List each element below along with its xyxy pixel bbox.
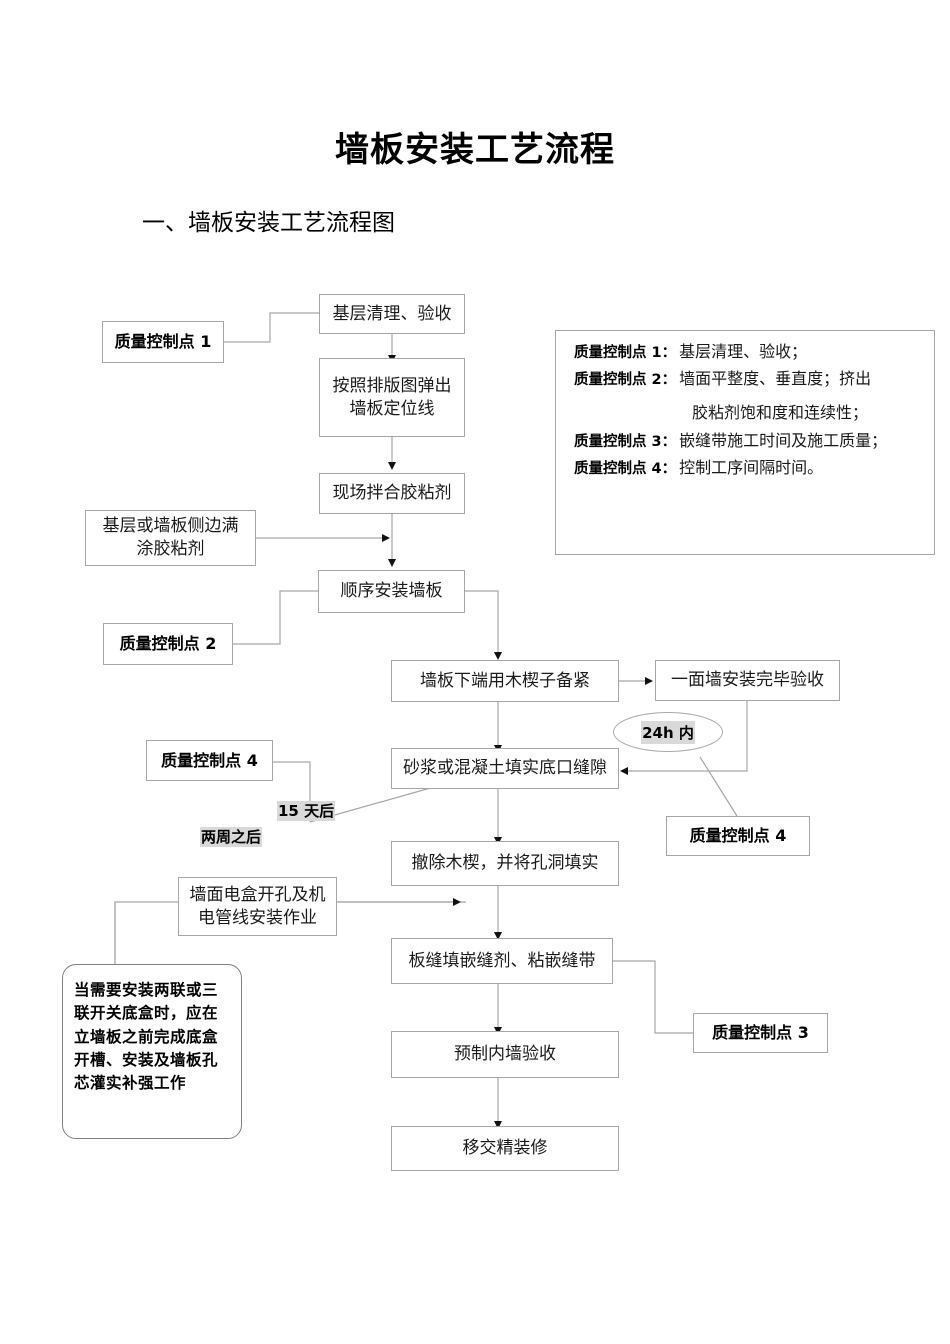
section-heading: 一、墙板安装工艺流程图 — [142, 210, 395, 235]
qcp-box-4-left[interactable]: 质量控制点 4 — [146, 740, 273, 781]
legend-key: 质量控制点 2： — [574, 372, 677, 388]
flow-node-wedge-tighten[interactable]: 墙板下端用木楔子备紧 — [391, 660, 619, 702]
note-box-switch-socket: 当需要安装两联或三联开关底盒时，应在立墙板之前完成底盒开槽、安装及墙板孔芯灌实补… — [62, 964, 242, 1139]
qcp-box-4-right[interactable]: 质量控制点 4 — [666, 816, 810, 856]
qcp-box-2[interactable]: 质量控制点 2 — [103, 623, 233, 665]
legend-key: 质量控制点 1： — [574, 345, 677, 361]
legend-value: 基层清理、验收； — [679, 344, 808, 361]
timing-tag-15-days: 15 天后 — [277, 800, 336, 821]
timing-ellipse-label: 24h 内 — [641, 720, 695, 744]
flow-node-base-cleaning[interactable]: 基层清理、验收 — [319, 294, 465, 334]
flow-node-joint-sealing[interactable]: 板缝填嵌缝剂、粘嵌缝带 — [391, 938, 613, 984]
flow-node-mix-adhesive[interactable]: 现场拌合胶粘剂 — [319, 473, 465, 514]
legend-key: 质量控制点 4： — [574, 461, 677, 477]
legend-row-2: 质量控制点 2： 墙面平整度、垂直度；挤出 — [574, 372, 920, 388]
flow-node-apply-adhesive[interactable]: 基层或墙板侧边满 涂胶粘剂 — [85, 510, 256, 566]
legend-value: 嵌缝带施工时间及施工质量； — [679, 433, 888, 450]
qcp-box-1[interactable]: 质量控制点 1 — [102, 321, 224, 363]
legend-row-3: 质量控制点 3： 嵌缝带施工时间及施工质量； — [574, 434, 920, 450]
timing-ellipse-24h: 24h 内 — [613, 712, 723, 752]
timing-tag-two-weeks: 两周之后 — [200, 826, 263, 847]
flow-node-handover-decoration[interactable]: 移交精装修 — [391, 1126, 619, 1171]
flow-node-fill-bottom-gap[interactable]: 砂浆或混凝土填实底口缝隙 — [391, 748, 619, 789]
legend-row-1: 质量控制点 1： 基层清理、验收； — [574, 345, 920, 361]
legend-value: 控制工序间隔时间。 — [679, 460, 824, 477]
timing-tag-label: 两周之后 — [200, 827, 263, 847]
qcp-box-3[interactable]: 质量控制点 3 — [693, 1013, 828, 1053]
flow-node-layout-lines[interactable]: 按照排版图弹出 墙板定位线 — [319, 358, 465, 437]
page-title: 墙板安装工艺流程 — [335, 132, 615, 169]
flow-node-remove-wedge[interactable]: 撤除木楔，并将孔洞填实 — [391, 841, 619, 886]
flow-node-wall-acceptance[interactable]: 一面墙安装完毕验收 — [655, 660, 840, 701]
flow-node-inner-wall-acceptance[interactable]: 预制内墙验收 — [391, 1031, 619, 1078]
legend-value-continuation: 胶粘剂饱和度和连续性； — [692, 405, 869, 422]
quality-control-legend: 质量控制点 1： 基层清理、验收； 质量控制点 2： 墙面平整度、垂直度；挤出 … — [555, 330, 935, 555]
flow-node-install-panels[interactable]: 顺序安装墙板 — [318, 570, 465, 613]
legend-value: 墙面平整度、垂直度；挤出 — [679, 371, 872, 388]
legend-row-4: 质量控制点 4： 控制工序间隔时间。 — [574, 461, 920, 477]
legend-key: 质量控制点 3： — [574, 434, 677, 450]
timing-tag-label: 15 天后 — [277, 801, 336, 821]
flow-node-electrical-box[interactable]: 墙面电盒开孔及机 电管线安装作业 — [178, 877, 337, 936]
